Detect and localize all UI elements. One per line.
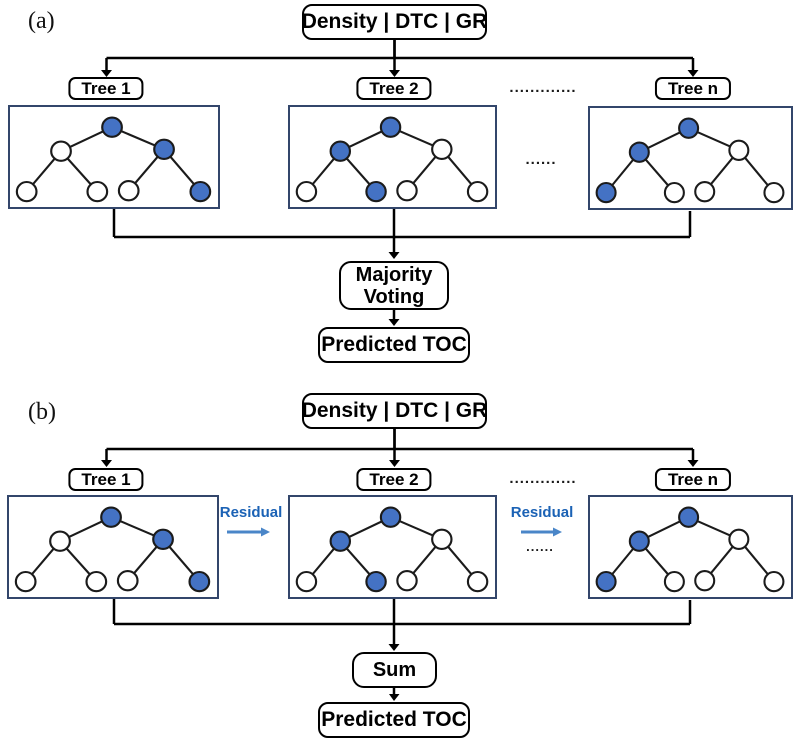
tree-node xyxy=(14,570,37,593)
panel-b-tree-1-label: Tree 1 xyxy=(68,468,144,491)
tree-node-selected xyxy=(365,180,387,203)
residual-arrowhead-right xyxy=(553,527,562,537)
panel-b-tree-2-label: Tree 2 xyxy=(356,468,432,491)
tree-structure xyxy=(295,506,489,593)
residual-arrowhead-right xyxy=(261,527,270,537)
tree-node-selected xyxy=(628,141,650,163)
tree-node xyxy=(763,181,785,204)
panel-b-predicted-toc-box: Predicted TOC xyxy=(318,702,470,738)
panel-b-input-box: Density | DTC | GR xyxy=(302,393,487,429)
panel-b-tree-2-diagram xyxy=(288,495,497,599)
panel-a-tree-1-diagram xyxy=(8,105,220,209)
tree-node xyxy=(728,139,750,161)
tree-node-selected xyxy=(152,528,174,550)
arrowhead-down xyxy=(388,252,400,259)
tree-node xyxy=(396,569,418,592)
tree-structure xyxy=(14,506,211,593)
tree-node-selected xyxy=(379,116,402,138)
residual-ellipsis: ...... xyxy=(526,539,554,554)
tree-node-selected xyxy=(329,140,352,162)
majority-voting-line1: Majority xyxy=(355,263,433,286)
tree-node xyxy=(663,570,685,593)
arrowhead-down xyxy=(389,694,400,701)
tree-node-selected xyxy=(595,181,617,204)
tree-node xyxy=(694,569,716,592)
tree-node-selected xyxy=(329,530,352,552)
panel-a-tree-n-diagram xyxy=(588,106,793,210)
arrowhead-down xyxy=(687,70,699,77)
tree-structure xyxy=(595,117,785,204)
panel-b-tree-1-diagram xyxy=(7,495,219,599)
tree-node-selected xyxy=(628,530,650,552)
tree-node-selected xyxy=(379,506,402,528)
panel-a-input-box: Density | DTC | GR xyxy=(302,4,487,40)
tree-node-selected xyxy=(100,506,122,528)
tree-node-selected xyxy=(189,180,212,203)
arrowhead-down xyxy=(101,70,112,77)
tree-node xyxy=(466,570,489,593)
tree-node xyxy=(396,179,418,202)
residual-label-2: Residual xyxy=(510,504,574,521)
tree-node xyxy=(86,180,109,203)
sum-label: Sum xyxy=(372,659,417,681)
tree-node-selected xyxy=(153,138,175,160)
panel-a-tree-2-label: Tree 2 xyxy=(356,77,432,100)
panel-a-tree-2-diagram xyxy=(288,105,497,209)
tree-node xyxy=(431,528,453,550)
tree-node xyxy=(85,570,108,593)
tree-node-selected xyxy=(595,570,617,593)
tree-node-selected xyxy=(188,570,211,593)
tree-structure xyxy=(15,116,212,203)
residual-label-1: Residual xyxy=(219,504,283,521)
tree-node-selected xyxy=(365,570,387,593)
tree-node-selected xyxy=(678,117,700,139)
arrowhead-down xyxy=(388,319,400,326)
panel-a-mid-ellipsis: ...... xyxy=(525,151,557,168)
tree-node xyxy=(15,180,38,203)
panel-a-predicted-toc-box: Predicted TOC xyxy=(318,327,470,363)
arrowhead-down xyxy=(389,70,400,77)
tree-node xyxy=(50,140,72,162)
arrowhead-down xyxy=(687,460,699,467)
tree-node xyxy=(763,570,785,593)
panel-b-tree-n-label: Tree n xyxy=(654,468,732,491)
panel-b-label-ellipsis: ............. xyxy=(509,470,577,487)
arrowhead-down xyxy=(101,460,112,467)
tree-node xyxy=(295,570,318,593)
panel-a-label: (a) xyxy=(28,8,55,34)
tree-node xyxy=(117,179,140,202)
tree-node xyxy=(694,180,716,203)
tree-node-selected xyxy=(101,116,123,138)
tree-node-selected xyxy=(678,506,700,528)
majority-voting-line2: Voting xyxy=(363,285,425,308)
tree-node xyxy=(466,180,489,203)
tree-structure xyxy=(295,116,489,203)
tree-node xyxy=(295,180,318,203)
arrowhead-down xyxy=(388,644,400,651)
panel-a-tree-n-label: Tree n xyxy=(654,77,732,100)
tree-node xyxy=(116,569,139,592)
panel-b-tree-n-diagram xyxy=(588,495,793,599)
tree-node xyxy=(431,138,453,160)
panel-a-tree-1-label: Tree 1 xyxy=(68,77,144,100)
panel-b-label: (b) xyxy=(28,399,56,425)
tree-node xyxy=(728,528,750,550)
tree-node xyxy=(663,181,685,204)
tree-structure xyxy=(595,506,785,593)
arrowhead-down xyxy=(389,460,400,467)
panel-a-label-ellipsis: ............. xyxy=(509,79,577,96)
panel-a-majority-voting-box: Majority Voting xyxy=(339,261,449,310)
panel-b-sum-box: Sum xyxy=(352,652,437,688)
tree-node xyxy=(49,530,71,552)
